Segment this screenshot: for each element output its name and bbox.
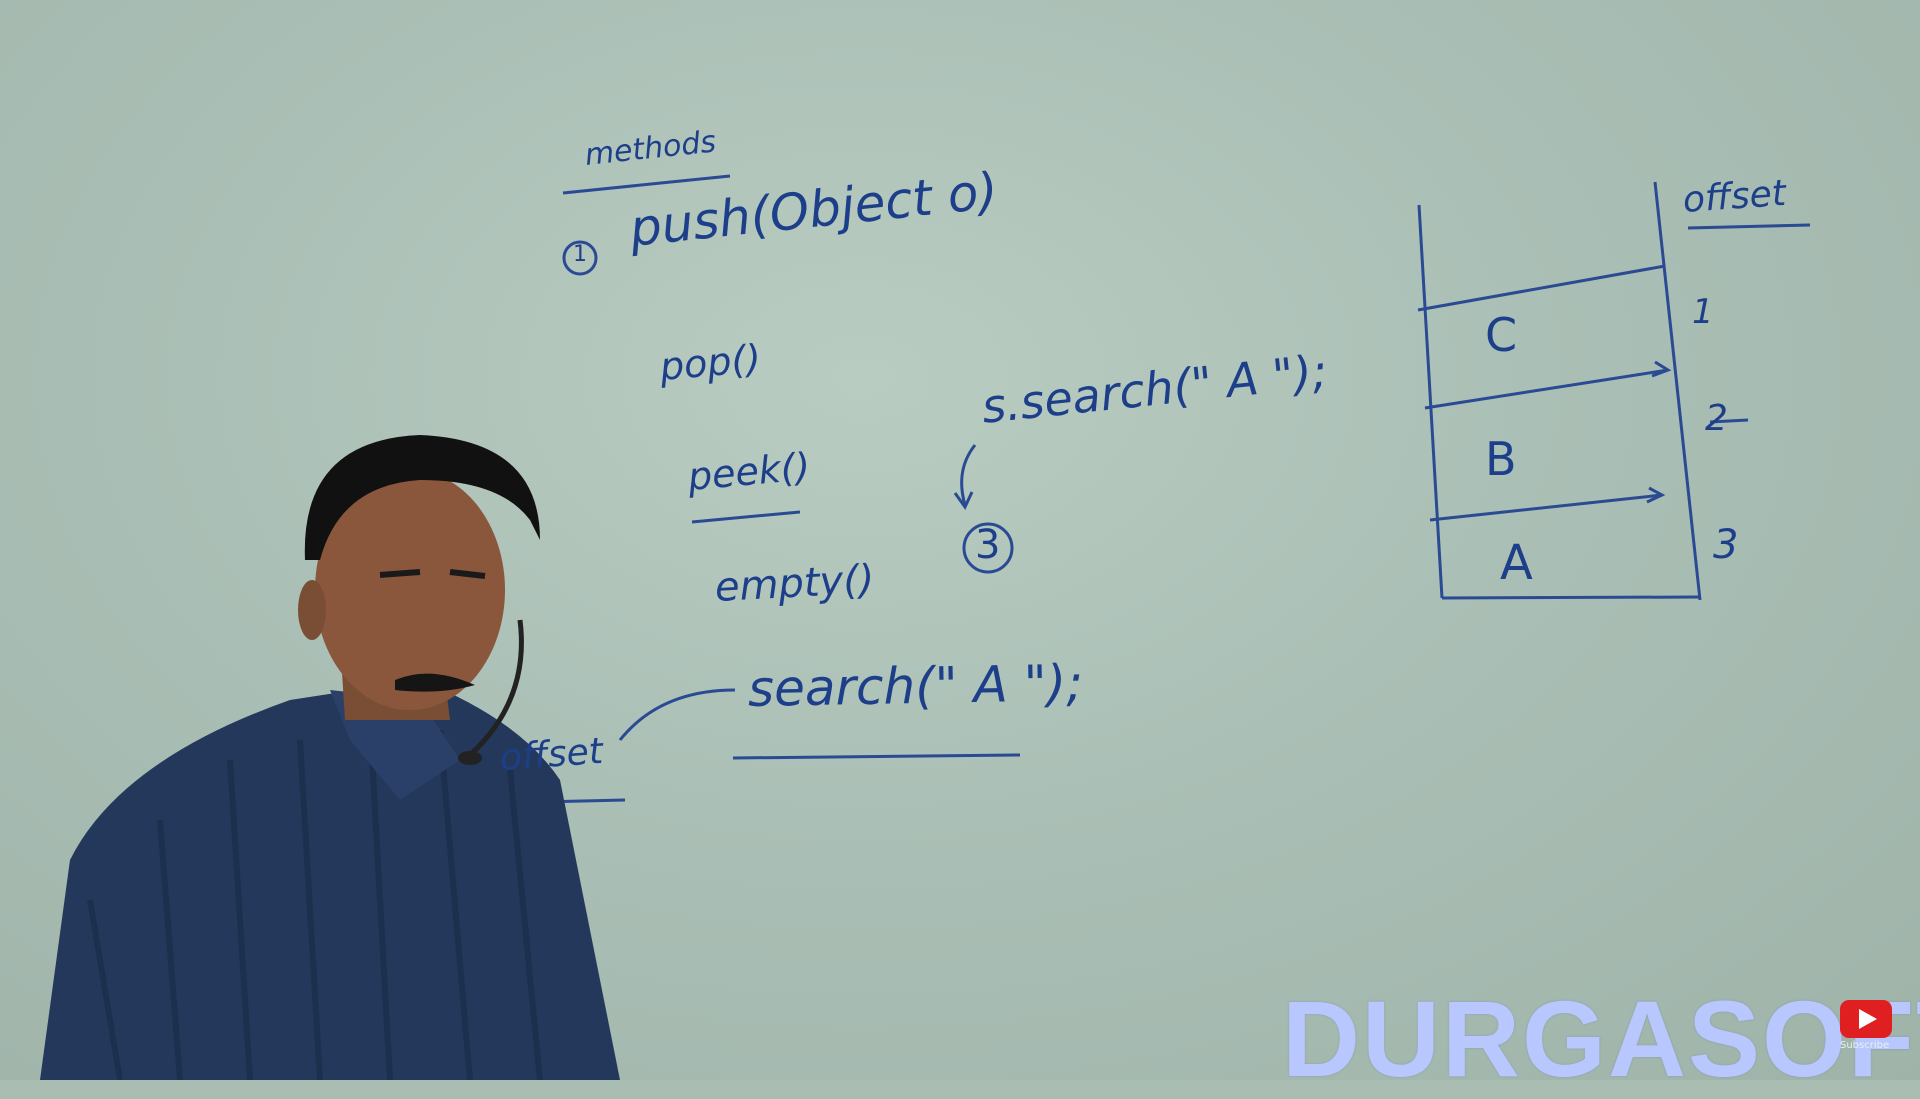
peek-underline: [691, 510, 801, 524]
stack-offset-1: 1: [1692, 292, 1714, 332]
stack-cell-a: A: [1500, 535, 1533, 591]
presenter-eyebrows: [379, 569, 486, 579]
circle-three: [962, 522, 1014, 574]
stack-diagram: [1417, 181, 1811, 601]
stack-offset-3: 3: [1713, 522, 1739, 568]
search-to-offset-curve: [618, 688, 736, 741]
stack-offset-2: 2: [1705, 398, 1728, 439]
circled-number-one: 1: [573, 242, 587, 267]
method-search: search(" A ");: [747, 654, 1084, 718]
stack-left-wall: [1417, 204, 1444, 599]
presenter-face: [315, 470, 505, 710]
presenter-hair: [304, 435, 540, 560]
stack-cell-b: B: [1485, 432, 1517, 486]
subscribe-label: Subscribe: [1840, 1040, 1890, 1051]
method-empty: empty(): [713, 556, 876, 611]
stack-offset-header: offset: [1681, 172, 1788, 221]
stack-bottom: [1441, 595, 1701, 600]
method-pop: pop(): [658, 336, 763, 389]
presenter: [40, 435, 620, 1080]
durgasoft-watermark: DURGASOFT: [1282, 978, 1920, 1099]
circle-one: [562, 240, 598, 276]
example-result: 3: [975, 522, 1001, 568]
presenter-mustache: [395, 673, 475, 692]
subscribe-button[interactable]: Subscribe: [1840, 1000, 1896, 1051]
offset-header-underline: [1687, 223, 1811, 230]
stack-divider-cb: [1424, 368, 1669, 410]
presenter-shirt: [40, 680, 620, 1080]
stack-right-wall: [1653, 181, 1702, 601]
methods-underline: [562, 174, 731, 195]
offset-2-tick: [1709, 418, 1749, 424]
stack-cell-c: C: [1485, 308, 1518, 362]
subscribe-play-icon: [1840, 1000, 1892, 1038]
offset-note: offset: [498, 730, 605, 779]
headset-mic: [468, 619, 524, 757]
search-underline: [732, 753, 1021, 760]
arrow-to-result: [960, 444, 977, 506]
stack-divider-top: [1417, 264, 1666, 312]
stack-divider-ba: [1429, 493, 1663, 522]
